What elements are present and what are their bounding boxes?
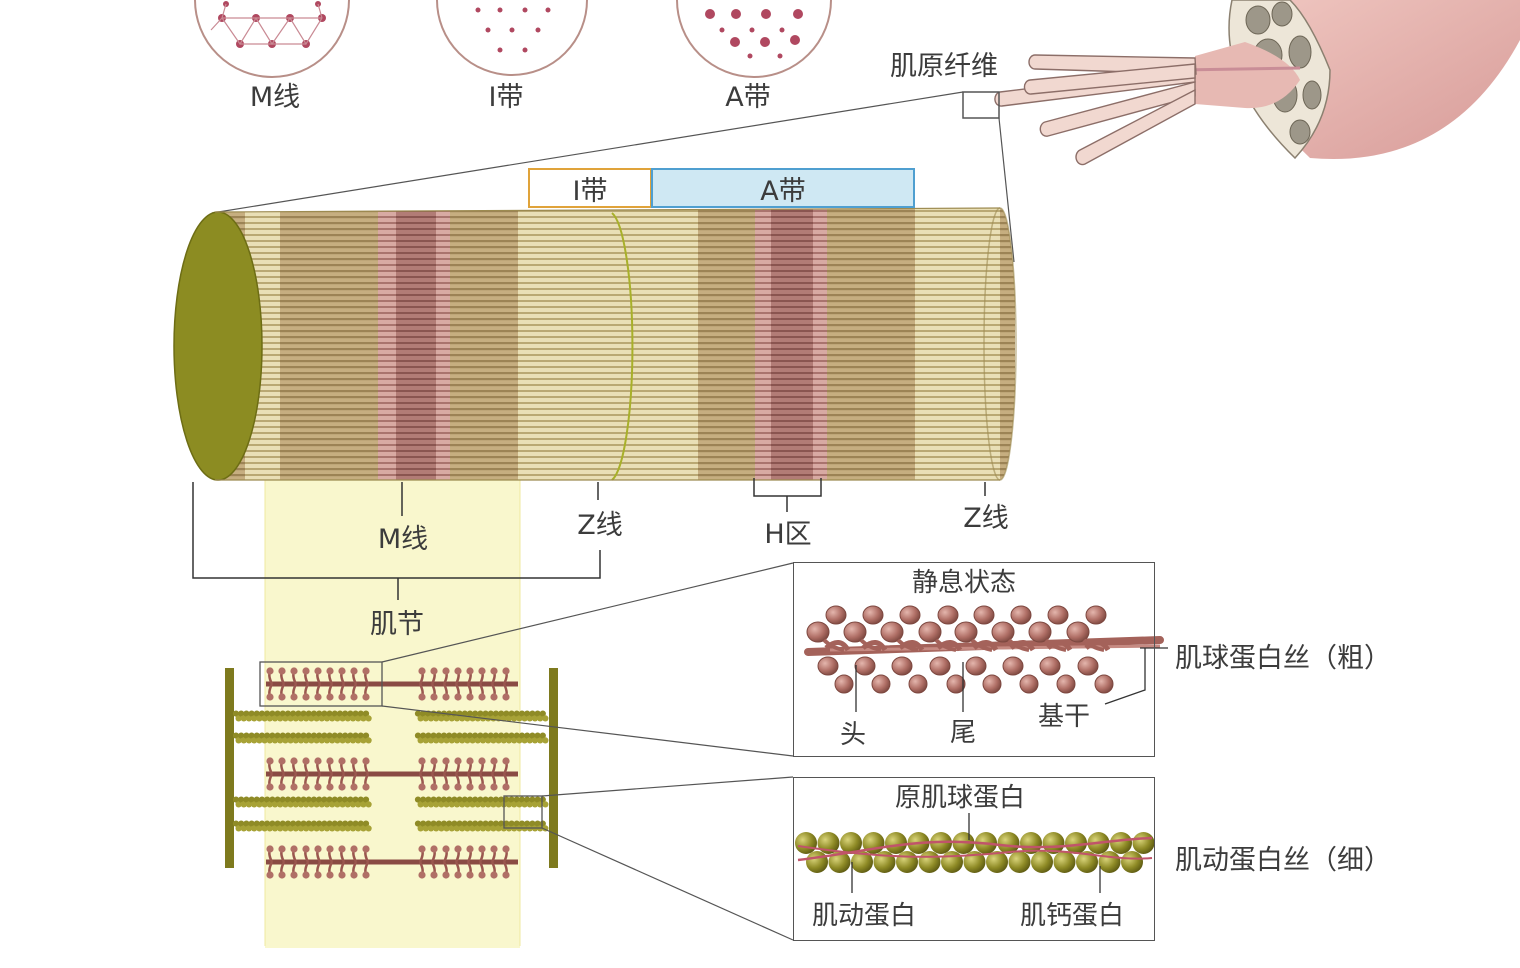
myofibril-cylinder (173, 207, 1017, 481)
actin-bead (1053, 851, 1076, 873)
actin-bead (840, 832, 862, 854)
myosin-head (843, 621, 867, 643)
myosin-head (899, 605, 921, 625)
actin-bead (1076, 851, 1098, 873)
resting-state-title: 静息状态 (912, 568, 1017, 598)
head-label: 头 (840, 720, 867, 750)
cross-section-label-i-band: I带 (488, 82, 524, 113)
myosin-head (1047, 605, 1069, 625)
myosin-head (834, 674, 854, 694)
myosin-head (1056, 674, 1076, 694)
myosin-head (1039, 656, 1061, 676)
actin-bead (997, 832, 1020, 854)
actin-bead (1008, 851, 1031, 873)
sarcomere-label: 肌节 (370, 609, 424, 640)
actin-label: 肌动蛋白 (812, 901, 917, 931)
a-band-box-label: A带 (760, 175, 806, 207)
myosin-head (806, 621, 830, 643)
myosin-head (1085, 605, 1107, 625)
actin-bead (1121, 851, 1143, 873)
actin-filament-detail (795, 832, 1155, 873)
tropomyosin-strand (797, 845, 1153, 860)
h-zone-label: H区 (764, 519, 812, 550)
thick-filament (266, 757, 518, 791)
myosin-head (825, 605, 847, 625)
myosin-head (937, 605, 959, 625)
thin-filament (232, 796, 372, 808)
thick-filament (266, 667, 518, 701)
thin-filament (232, 710, 372, 722)
backbone-label: 基干 (1038, 702, 1091, 732)
m-line-label: M线 (377, 524, 429, 555)
muscle-bundle-illustration (962, 0, 1520, 166)
myosin-head (982, 674, 1002, 694)
troponin-label: 肌钙蛋白 (1020, 901, 1125, 931)
myosin-head (1094, 674, 1114, 694)
i-band-box-label: I带 (572, 175, 608, 207)
myosin-head (1019, 674, 1039, 694)
actin-bead (885, 832, 907, 854)
myosin-head (1028, 621, 1052, 643)
thin-filament (232, 820, 372, 832)
sarcomere-schematic (225, 661, 558, 879)
thin-filament (414, 732, 549, 744)
myosin-head (880, 621, 904, 643)
myosin-filament-label: 肌球蛋白丝（粗） (1175, 643, 1391, 674)
actin-filament-label: 肌动蛋白丝（细） (1175, 845, 1391, 876)
thick-filament-inset (793, 562, 1155, 757)
thin-filament (414, 820, 549, 832)
thick-filament (266, 845, 518, 879)
myosin-head (1010, 605, 1032, 625)
tropomyosin-strand (797, 836, 1153, 862)
myosin-head (1066, 621, 1090, 643)
z-line-left-label: Z线 (577, 510, 623, 541)
myosin-filament-detail (804, 605, 1164, 694)
thick-filaments (266, 667, 518, 879)
myosin-head (862, 605, 884, 625)
myofibril-label: 肌原纤维 (890, 51, 998, 82)
actin-bead (1031, 851, 1053, 873)
tail-label: 尾 (950, 718, 977, 748)
actin-bead (986, 851, 1008, 873)
myosin-head (946, 674, 966, 694)
cross-section-a-band (676, 0, 832, 78)
cross-section-label-m-line: M线 (249, 82, 301, 113)
cross-section-label-a-band: A带 (725, 82, 771, 113)
myosin-head (918, 621, 942, 643)
cross-section-m-line (194, 0, 350, 78)
myosin-head (891, 656, 913, 676)
thin-filament (232, 732, 372, 744)
i-band-box: I带 (528, 168, 652, 208)
myosin-head (1077, 656, 1099, 676)
tropomyosin-title: 原肌球蛋白 (895, 783, 1026, 813)
z-line-right-label: Z线 (963, 503, 1009, 534)
actin-bead (828, 851, 851, 873)
myosin-head (929, 656, 951, 676)
actin-bead (851, 851, 873, 873)
myosin-head (954, 621, 978, 643)
myosin-head (854, 656, 876, 676)
actin-bead (963, 851, 986, 873)
thin-filaments (232, 710, 549, 832)
thin-filament (414, 710, 549, 722)
myosin-head (908, 674, 928, 694)
actin-bead (1020, 832, 1042, 854)
thin-filament-inset (793, 777, 1155, 941)
myosin-head (965, 656, 987, 676)
myosin-head (991, 621, 1015, 643)
myosin-head (1002, 656, 1024, 676)
myosin-head (871, 674, 891, 694)
a-band-box: A带 (651, 168, 915, 208)
myosin-head (973, 605, 995, 625)
actin-bead (1065, 832, 1087, 854)
cross-section-i-band (436, 0, 588, 76)
myosin-head (817, 656, 839, 676)
actin-bead (1110, 832, 1132, 854)
thin-filament (414, 796, 549, 808)
actin-bead (1042, 832, 1065, 854)
